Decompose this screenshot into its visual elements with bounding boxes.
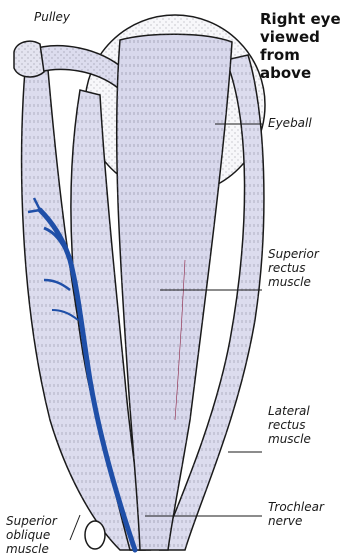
label-superior-oblique: Superior oblique muscle [6, 514, 70, 556]
label-eyeball: Eyeball [268, 116, 312, 130]
pulley [14, 41, 44, 77]
label-pulley: Pulley [34, 10, 70, 24]
diagram-title: Right eye viewed from above [260, 10, 344, 82]
label-superior-rectus: Superior rectus muscle [268, 247, 344, 289]
label-lateral-rectus: Lateral rectus muscle [268, 404, 344, 446]
superior-oblique-leader [70, 515, 80, 540]
label-trochlear-nerve: Trochlear nerve [268, 500, 344, 528]
